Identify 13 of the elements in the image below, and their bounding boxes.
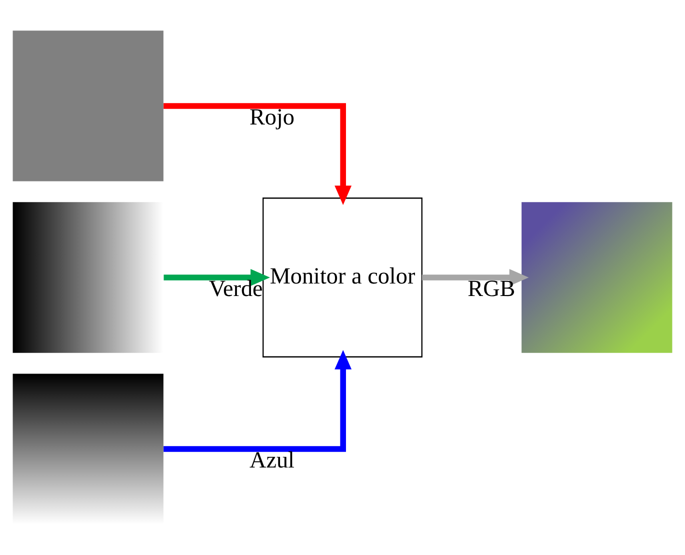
node-box: Monitor a color <box>262 198 422 358</box>
arrow <box>422 269 529 286</box>
arrow <box>164 350 352 452</box>
node-box <box>12 374 164 524</box>
edge-label: Azul <box>249 448 294 474</box>
node-box <box>522 202 672 353</box>
edge-label: Rojo <box>249 104 295 131</box>
edge-label: Verde <box>208 276 263 302</box>
arrow <box>164 103 352 205</box>
node-box <box>12 30 164 182</box>
edge-label: RGB <box>468 276 516 302</box>
arrow <box>164 269 270 286</box>
node-box <box>12 202 164 353</box>
